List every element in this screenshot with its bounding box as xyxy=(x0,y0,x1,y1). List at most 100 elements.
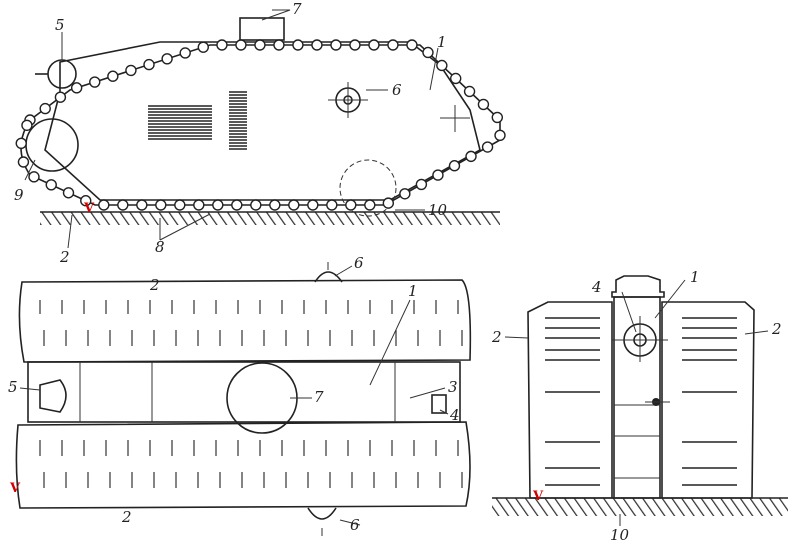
track-link xyxy=(235,39,247,51)
track-link xyxy=(117,199,129,211)
lower-track xyxy=(15,421,471,509)
label-10: 10 xyxy=(428,201,448,219)
track-chain xyxy=(20,44,501,206)
track-link xyxy=(125,64,137,77)
hull-center xyxy=(27,361,461,423)
mark-v: V xyxy=(532,489,544,504)
label-10: 10 xyxy=(610,526,630,544)
track-link xyxy=(143,58,155,71)
track-link xyxy=(15,137,27,149)
vent-grille xyxy=(148,91,247,150)
gun-dome xyxy=(47,59,77,89)
track-link xyxy=(387,39,399,51)
track-link xyxy=(231,199,243,211)
label-2-upper: 2 xyxy=(149,276,160,294)
mark-v: V xyxy=(83,201,95,216)
label-7: 7 xyxy=(292,0,302,18)
track-link xyxy=(179,47,191,59)
track-link xyxy=(254,39,266,51)
label-9: 9 xyxy=(14,186,24,204)
track-link xyxy=(491,111,503,124)
track-link xyxy=(70,82,83,94)
track-link xyxy=(161,53,173,65)
track-link xyxy=(382,197,395,209)
left-track xyxy=(527,301,613,499)
track-grouser-ticks xyxy=(39,300,463,488)
ground xyxy=(40,212,500,225)
track-link xyxy=(269,199,281,211)
turret xyxy=(611,275,665,298)
track-link xyxy=(136,199,148,211)
track-link xyxy=(345,199,357,211)
label-6: 6 xyxy=(392,81,402,99)
track-link xyxy=(477,98,490,111)
front-view: 2 2 4 1 10 V xyxy=(491,268,788,544)
hatch-6-bottom xyxy=(307,507,337,520)
track-link xyxy=(436,59,448,72)
label-8: 8 xyxy=(155,238,165,256)
track-link xyxy=(107,70,119,82)
plan-view: 2 2 1 3 4 5 6 6 7 V xyxy=(8,254,472,536)
side-view: 5 7 6 1 9 10 2 8 V xyxy=(14,0,506,266)
track-link xyxy=(481,141,494,153)
track-link xyxy=(292,39,304,51)
track-link xyxy=(422,46,434,59)
track-links xyxy=(15,39,506,211)
track-link xyxy=(330,39,342,51)
track-link xyxy=(415,178,428,191)
track-link xyxy=(465,150,477,163)
track-link xyxy=(174,199,186,211)
ground xyxy=(492,498,788,516)
track-link xyxy=(54,91,67,103)
gun-dome-5 xyxy=(39,379,67,413)
track-link xyxy=(216,39,228,51)
track-link xyxy=(311,39,323,51)
upper-track xyxy=(18,279,472,363)
track-link xyxy=(326,199,338,211)
hull-center xyxy=(613,296,661,499)
track-link xyxy=(45,179,57,191)
label-1: 1 xyxy=(408,282,418,300)
hatch-6-top xyxy=(314,271,343,283)
track-link xyxy=(98,199,110,211)
turret xyxy=(239,17,285,41)
label-4: 4 xyxy=(591,278,602,296)
track-link xyxy=(273,39,285,51)
label-6-bottom: 6 xyxy=(350,516,360,534)
label-6-top: 6 xyxy=(354,254,364,272)
label-2-lower: 2 xyxy=(121,508,132,526)
mark-v: V xyxy=(9,481,21,496)
track-link xyxy=(450,72,462,85)
track-link xyxy=(155,199,167,211)
track-link xyxy=(193,199,205,211)
label-4: 4 xyxy=(449,406,460,424)
label-2: 2 xyxy=(59,248,70,266)
track-link xyxy=(463,85,476,98)
track-link xyxy=(288,199,300,211)
track-link xyxy=(197,41,209,53)
track-link xyxy=(364,199,376,211)
track-link xyxy=(349,39,361,51)
label-2-right: 2 xyxy=(771,320,782,338)
track-link xyxy=(212,199,224,211)
track-link xyxy=(368,39,380,51)
label-1: 1 xyxy=(437,33,447,51)
track-link xyxy=(494,129,506,141)
track-link xyxy=(307,199,319,211)
track-link xyxy=(89,76,101,88)
label-5: 5 xyxy=(8,378,18,396)
track-link xyxy=(17,156,30,168)
track-link xyxy=(250,199,262,211)
label-7: 7 xyxy=(314,388,324,406)
label-2-left: 2 xyxy=(491,328,502,346)
track-link xyxy=(406,39,418,51)
label-1: 1 xyxy=(690,268,700,286)
track-link xyxy=(80,195,92,207)
track-link xyxy=(432,169,444,181)
hull xyxy=(44,41,481,201)
track-link xyxy=(39,102,51,115)
label-3: 3 xyxy=(448,378,458,396)
track-link xyxy=(399,188,411,200)
track-slats xyxy=(545,317,737,486)
